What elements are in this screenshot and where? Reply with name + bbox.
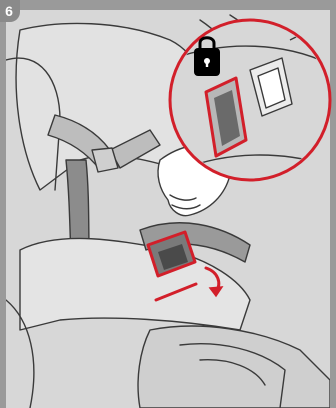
step-number-badge: 6 [0, 0, 20, 22]
